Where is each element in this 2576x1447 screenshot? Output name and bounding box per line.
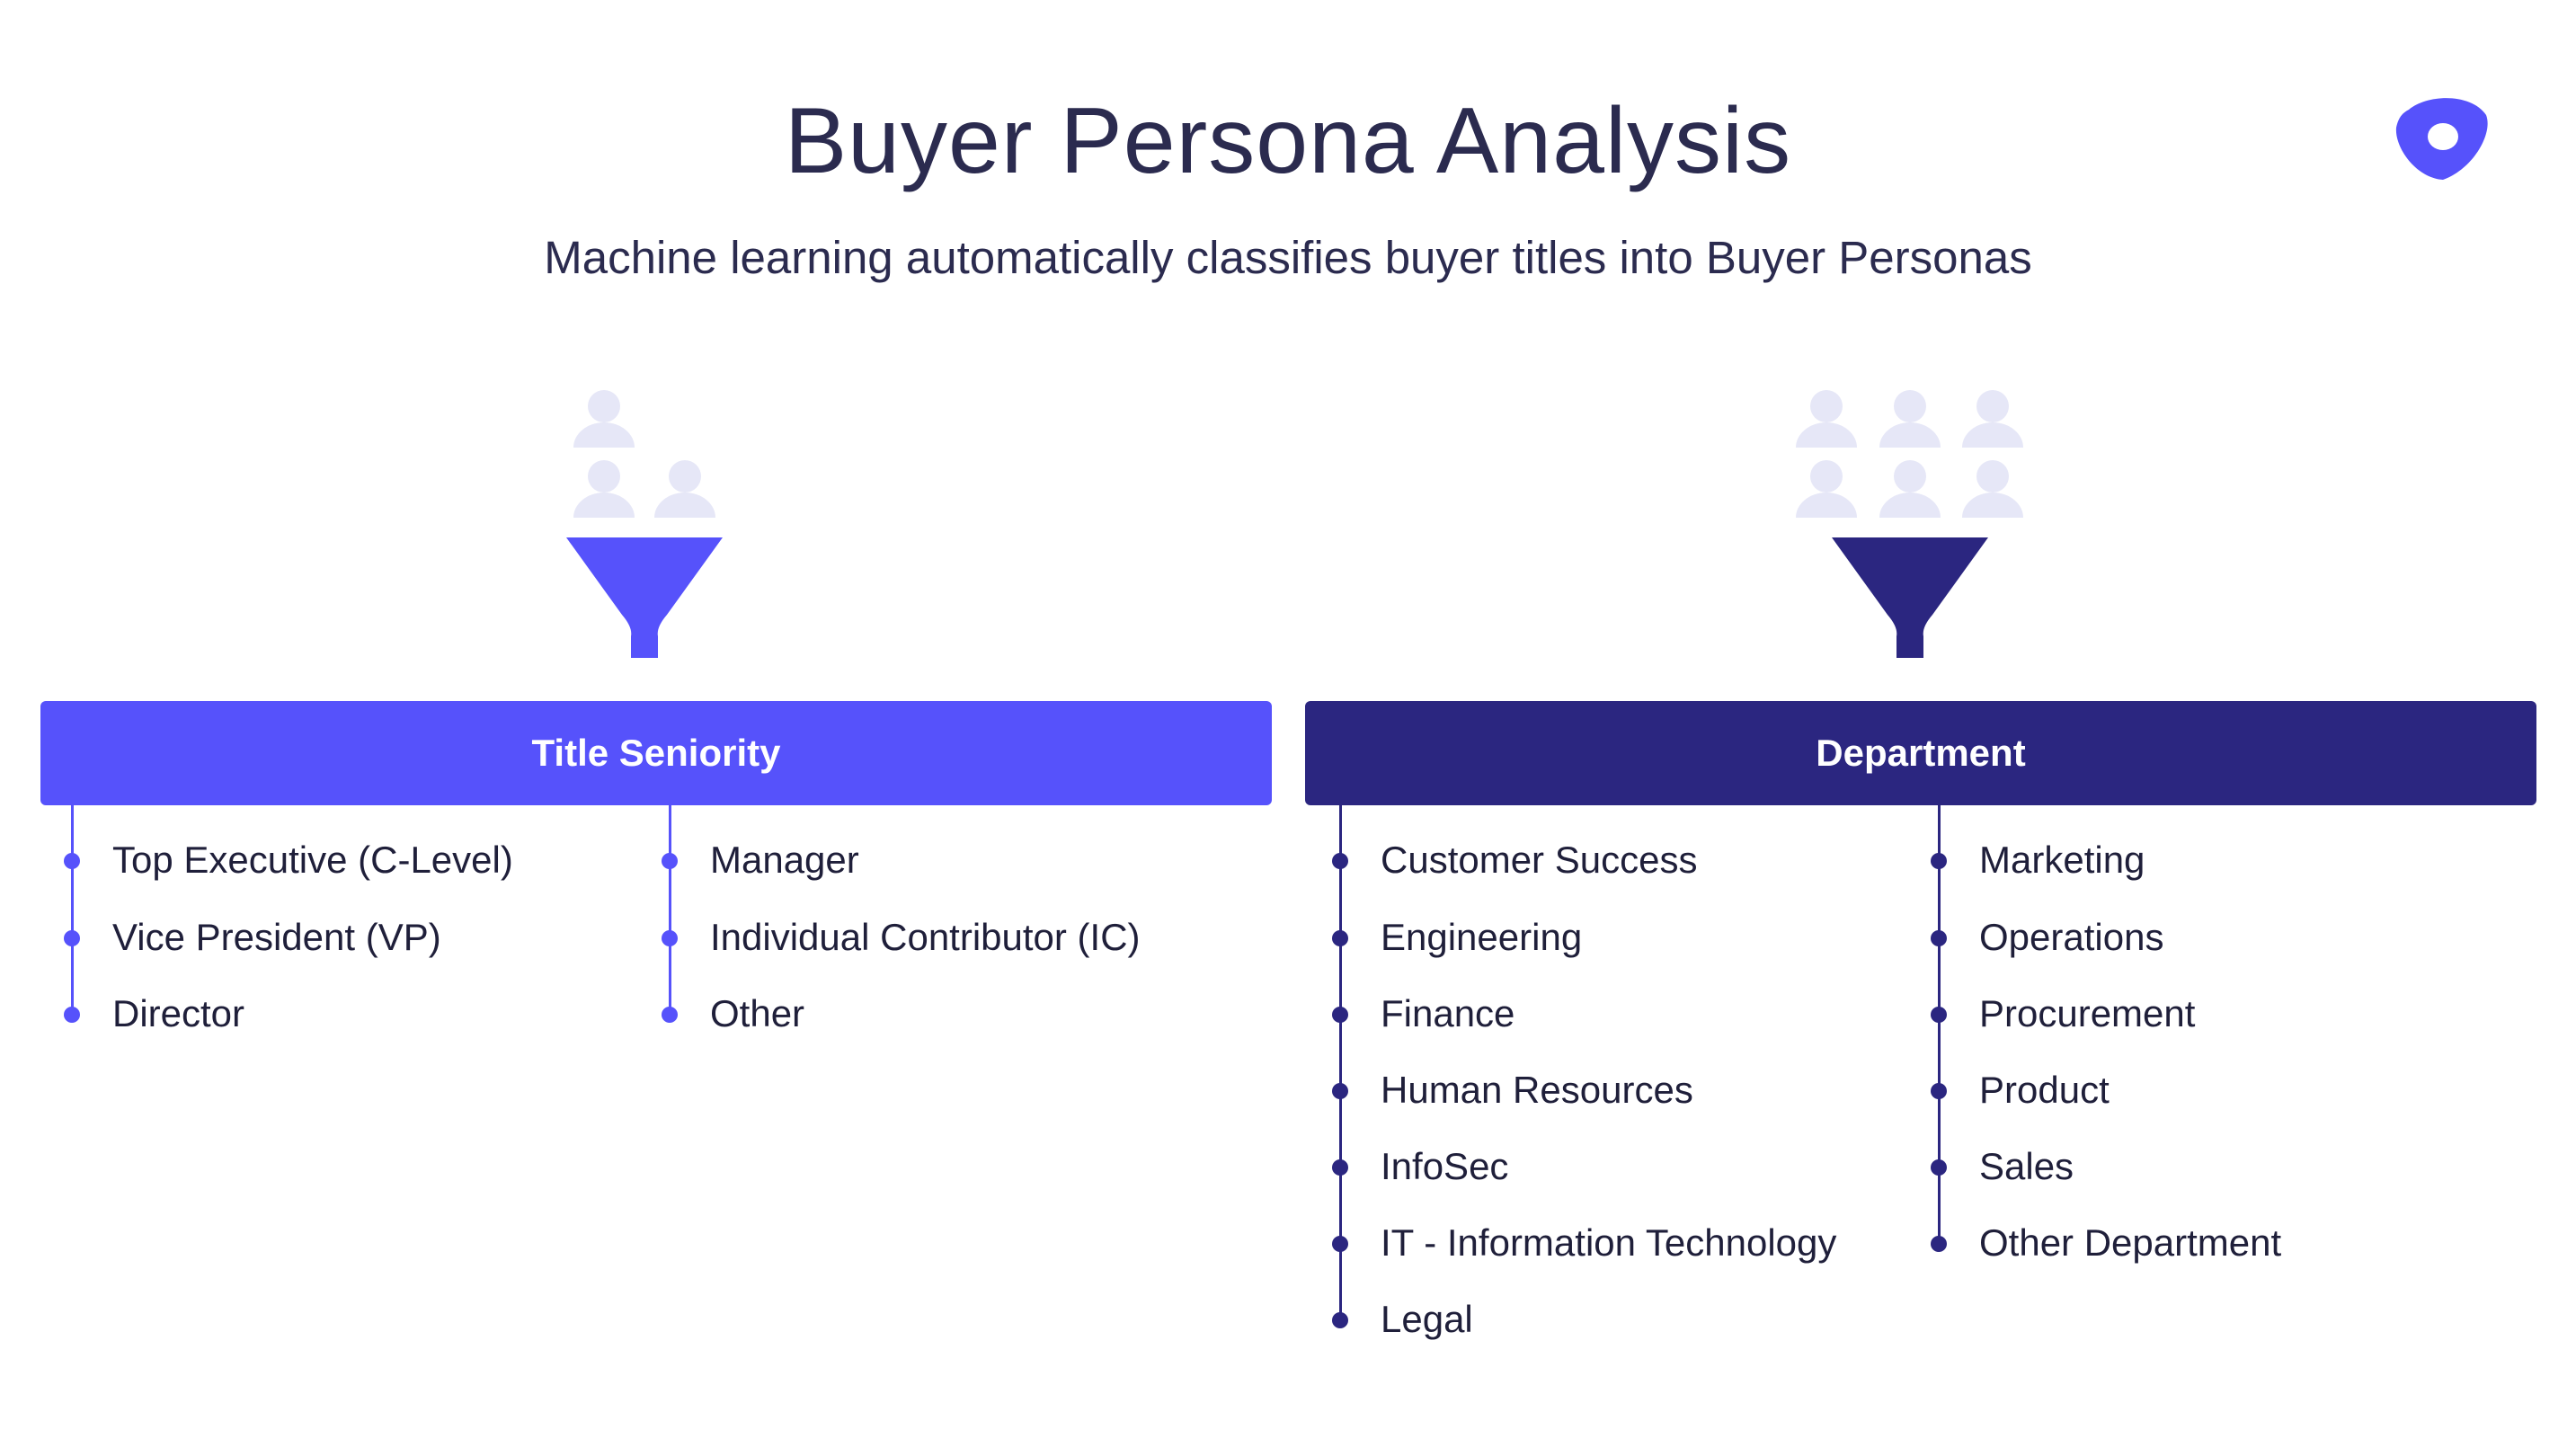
department-funnel-icon <box>1832 537 1988 658</box>
bullet-dot <box>1332 853 1348 869</box>
seniority-right-line <box>669 805 671 1019</box>
bullet-dot <box>64 930 80 946</box>
seniority-funnel-icon <box>566 537 723 658</box>
bullet-dot <box>1931 853 1947 869</box>
person-icon <box>1962 390 2023 448</box>
person-icon <box>573 390 635 448</box>
bullet-dot <box>64 1007 80 1023</box>
bullet-dot <box>1332 1236 1348 1252</box>
bullet-dot <box>1931 1159 1947 1176</box>
bullet-dot <box>1931 1007 1947 1023</box>
bullet-dot <box>1332 930 1348 946</box>
bullet-dot <box>662 930 678 946</box>
person-icon <box>1962 460 2023 518</box>
person-icon <box>1796 460 1857 518</box>
person-icon <box>1879 390 1941 448</box>
page-subtitle: Machine learning automatically classifie… <box>544 232 2032 283</box>
page-title: Buyer Persona Analysis <box>784 89 1792 193</box>
person-icon <box>573 460 635 518</box>
department-people-icons <box>1796 390 2023 518</box>
bullet-dot <box>662 853 678 869</box>
department-header: Department <box>1305 701 2536 805</box>
bullet-dot <box>1931 1083 1947 1099</box>
outreach-logo-icon <box>2395 98 2488 180</box>
bullet-dot <box>64 853 80 869</box>
person-icon <box>654 460 715 518</box>
bullet-dot <box>1332 1007 1348 1023</box>
bullet-dot <box>1332 1083 1348 1099</box>
department-left-line <box>1339 805 1342 1323</box>
bullet-dot <box>1931 1236 1947 1252</box>
person-icon <box>1796 390 1857 448</box>
bullet-dot <box>662 1007 678 1023</box>
bullet-dot <box>1332 1159 1348 1176</box>
department-right-line <box>1938 805 1941 1247</box>
person-icon <box>1879 460 1941 518</box>
seniority-header: Title Seniority <box>40 701 1272 805</box>
seniority-left-line <box>71 805 74 1019</box>
bullet-dot <box>1931 930 1947 946</box>
seniority-people-icons <box>573 390 715 518</box>
bullet-dot <box>1332 1312 1348 1328</box>
